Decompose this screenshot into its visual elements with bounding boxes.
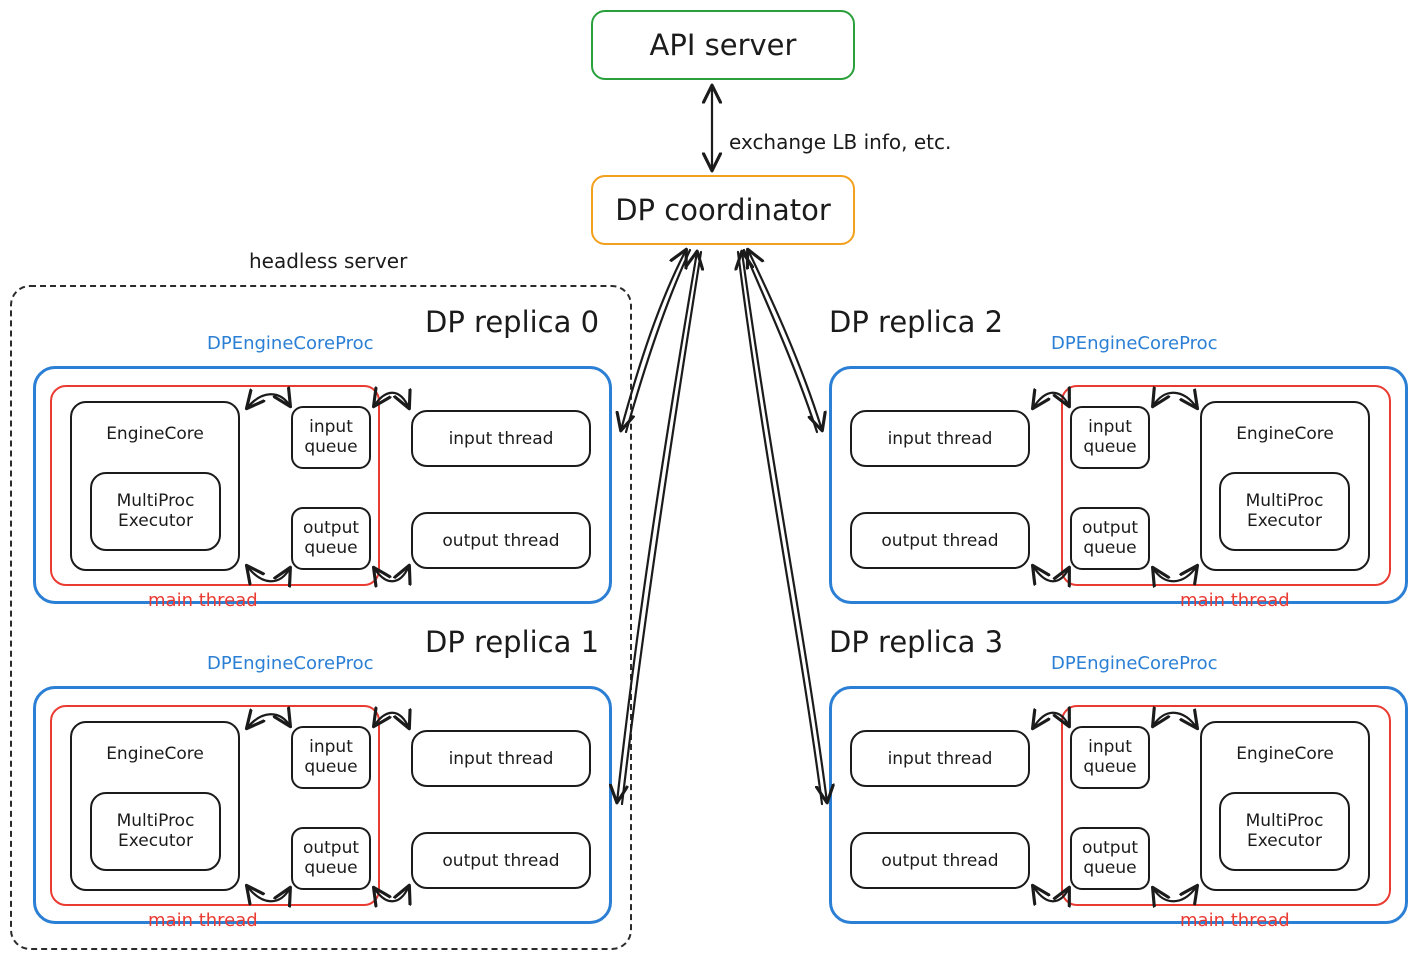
- arrow-coordinator-replica-0-b: [624, 248, 692, 434]
- replica-0-main-thread-tag: main thread: [148, 590, 258, 611]
- node-api-server[interactable]: API server: [591, 10, 855, 80]
- replica-2-output-queue[interactable]: output queue: [1070, 507, 1150, 570]
- replica-1-output-queue[interactable]: output queue: [291, 827, 371, 890]
- replica-2-title: DP replica 2: [829, 305, 1004, 339]
- arrow-coordinator-replica-2-a: [748, 250, 822, 430]
- replica-2-input-queue[interactable]: input queue: [1070, 406, 1150, 469]
- replica-1-title: DP replica 1: [425, 625, 600, 659]
- replica-3-title: DP replica 3: [829, 625, 1004, 659]
- dp-coordinator-label: DP coordinator: [615, 193, 831, 227]
- replica-0-output-thread[interactable]: output thread: [411, 512, 591, 569]
- replica-0-proc-tag: DPEngineCoreProc: [207, 333, 374, 354]
- replica-3-main-thread-tag: main thread: [1180, 910, 1290, 931]
- replica-3-input-queue[interactable]: input queue: [1070, 726, 1150, 789]
- arrow-coordinator-replica-3-b: [736, 250, 824, 806]
- replica-2-input-thread[interactable]: input thread: [850, 410, 1030, 467]
- replica-2-proc-tag: DPEngineCoreProc: [1051, 333, 1218, 354]
- replica-0-output-queue[interactable]: output queue: [291, 507, 371, 570]
- node-dp-coordinator[interactable]: DP coordinator: [591, 175, 855, 245]
- arrow-coordinator-replica-2-b: [742, 248, 819, 434]
- replica-3-output-thread[interactable]: output thread: [850, 832, 1030, 889]
- replica-2-output-thread[interactable]: output thread: [850, 512, 1030, 569]
- replica-0-input-thread[interactable]: input thread: [411, 410, 591, 467]
- replica-3-proc-tag: DPEngineCoreProc: [1051, 653, 1218, 674]
- replica-1-proc-tag: DPEngineCoreProc: [207, 653, 374, 674]
- replica-3-output-queue[interactable]: output queue: [1070, 827, 1150, 890]
- arrow-coordinator-replica-3-a: [742, 252, 827, 802]
- replica-1-input-queue[interactable]: input queue: [291, 726, 371, 789]
- replica-0-input-queue[interactable]: input queue: [291, 406, 371, 469]
- headless-server-label: headless server: [249, 249, 408, 273]
- arrow-coordinator-replica-1-b: [620, 250, 703, 806]
- replica-2-main-thread-tag: main thread: [1180, 590, 1290, 611]
- replica-0-title: DP replica 0: [425, 305, 600, 339]
- replica-2-multiproc-executor[interactable]: MultiProc Executor: [1219, 472, 1350, 551]
- replica-1-output-thread[interactable]: output thread: [411, 832, 591, 889]
- replica-3-multiproc-executor[interactable]: MultiProc Executor: [1219, 792, 1350, 871]
- replica-3-input-thread[interactable]: input thread: [850, 730, 1030, 787]
- edge-label-exchange-lb-info: exchange LB info, etc.: [729, 130, 952, 154]
- replica-1-input-thread[interactable]: input thread: [411, 730, 591, 787]
- replica-1-multiproc-executor[interactable]: MultiProc Executor: [90, 792, 221, 871]
- replica-1-main-thread-tag: main thread: [148, 910, 258, 931]
- replica-0-multiproc-executor[interactable]: MultiProc Executor: [90, 472, 221, 551]
- api-server-label: API server: [649, 28, 797, 62]
